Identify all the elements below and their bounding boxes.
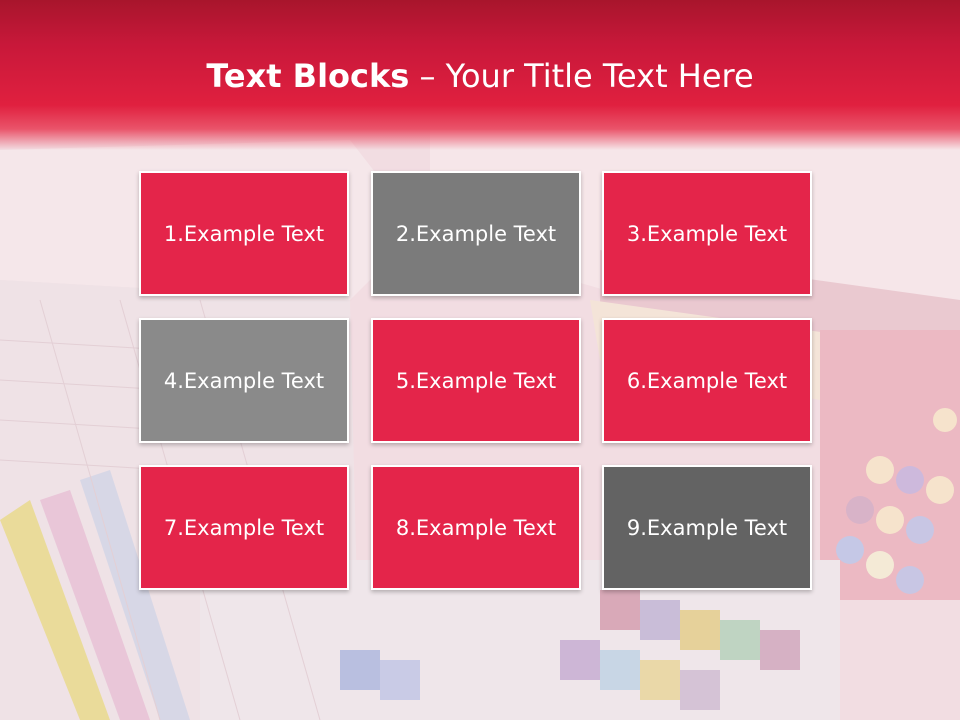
- slide-title-dash: –: [409, 57, 446, 95]
- slide-title-bold: Text Blocks: [206, 57, 410, 95]
- slide-title: Text Blocks – Your Title Text Here: [0, 52, 960, 100]
- text-block-7-label: 7.Example Text: [163, 515, 325, 540]
- text-block-4[interactable]: 4.Example Text: [139, 318, 349, 443]
- text-block-2[interactable]: 2.Example Text: [371, 171, 581, 296]
- text-block-9-label: 9.Example Text: [626, 515, 788, 540]
- text-block-8[interactable]: 8.Example Text: [371, 465, 581, 590]
- text-block-3[interactable]: 3.Example Text: [602, 171, 812, 296]
- text-block-5-label: 5.Example Text: [395, 368, 557, 393]
- text-block-8-label: 8.Example Text: [395, 515, 557, 540]
- text-block-5[interactable]: 5.Example Text: [371, 318, 581, 443]
- slide-title-rest: Your Title Text Here: [445, 57, 754, 95]
- text-block-3-label: 3.Example Text: [626, 221, 788, 246]
- text-block-4-label: 4.Example Text: [163, 368, 325, 393]
- text-block-7[interactable]: 7.Example Text: [139, 465, 349, 590]
- text-block-1[interactable]: 1.Example Text: [139, 171, 349, 296]
- text-block-6-label: 6.Example Text: [626, 368, 788, 393]
- text-block-6[interactable]: 6.Example Text: [602, 318, 812, 443]
- text-block-9[interactable]: 9.Example Text: [602, 465, 812, 590]
- text-block-2-label: 2.Example Text: [395, 221, 557, 246]
- title-bar: [0, 0, 960, 150]
- text-block-1-label: 1.Example Text: [163, 221, 325, 246]
